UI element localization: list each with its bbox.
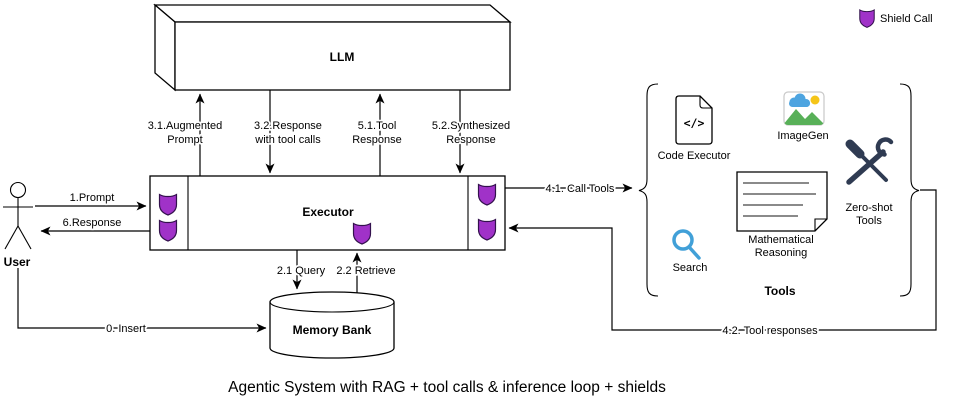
math-page-fold <box>814 218 827 231</box>
label-response-tool-calls-2: with tool calls <box>254 134 321 146</box>
label-synthesized-2: Response <box>446 134 496 146</box>
edge-tool-responses <box>508 189 937 331</box>
math-equations <box>743 182 816 217</box>
user-node: User <box>3 181 33 269</box>
label-insert: 0. Insert <box>106 323 146 335</box>
llm-box-front <box>174 21 511 91</box>
edge-insert <box>17 268 267 333</box>
imagegen-label: ImageGen <box>777 130 828 142</box>
hill-icon <box>784 109 824 125</box>
cloud-icon <box>789 93 810 107</box>
code-file-fold <box>699 96 712 109</box>
memory-bank-body <box>269 291 395 359</box>
executor-node: Executor <box>149 175 506 251</box>
label-call-tools: 4.1. Call Tools <box>546 183 615 195</box>
executor-box <box>149 175 506 251</box>
math-page-icon <box>736 171 828 232</box>
memory-bank-lid <box>269 301 395 313</box>
code-glyph: </> <box>684 116 705 130</box>
shield-icon <box>859 9 875 28</box>
label-augmented-prompt-2: Prompt <box>167 134 202 146</box>
imagegen-icon <box>784 93 824 125</box>
edges <box>17 90 937 333</box>
code-executor-label: Code Executor <box>658 150 731 162</box>
executor-label: Executor <box>302 205 354 219</box>
tools-left-brace <box>638 83 659 297</box>
llm-node: LLM <box>153 3 512 92</box>
user-head <box>9 181 27 199</box>
shield-icon <box>352 222 372 245</box>
legend-label: Shield Call <box>880 13 933 25</box>
shield-icon <box>477 218 497 241</box>
llm-label: LLM <box>330 50 355 64</box>
label-tool-response-1: 5.1.Tool <box>358 120 397 132</box>
math-reasoning-tool: Mathematical Reasoning <box>736 171 828 259</box>
label-query: 2.1 Query <box>277 265 326 277</box>
memory-bank-node: Memory Bank <box>269 291 395 359</box>
user-left-leg <box>4 225 19 250</box>
zero-shot-tool: Zero-shot Tools <box>845 137 894 227</box>
search-label: Search <box>673 262 708 274</box>
label-tool-responses: 4.2. Tool responses <box>722 325 818 337</box>
code-executor-tool: </> Code Executor <box>658 95 731 162</box>
user-right-leg <box>17 225 32 250</box>
edge-labels: 3.1.Augmented Prompt 3.2.Response with t… <box>61 118 820 339</box>
shield-icon <box>477 183 497 206</box>
user-label: User <box>4 255 31 269</box>
label-augmented-prompt-1: 3.1.Augmented <box>148 120 223 132</box>
search-tool: Search <box>672 229 708 274</box>
label-response: 6.Response <box>63 217 122 229</box>
tools-right-brace <box>899 83 920 297</box>
imagegen-tool: ImageGen <box>777 91 829 142</box>
label-synthesized-1: 5.2.Synthesized <box>432 120 510 132</box>
label-response-tool-calls-1: 3.2.Response <box>254 120 322 132</box>
shield-icon <box>158 193 178 216</box>
llm-box-top <box>153 4 512 23</box>
memory-bank-label: Memory Bank <box>293 323 372 337</box>
label-prompt: 1.Prompt <box>70 192 115 204</box>
math-reasoning-label-2: Reasoning <box>755 247 808 259</box>
tools-group-label: Tools <box>764 284 795 298</box>
legend: Shield Call <box>859 9 933 28</box>
math-reasoning-label-1: Mathematical <box>748 234 813 246</box>
sun-icon <box>810 95 820 105</box>
zero-shot-label-2: Tools <box>856 215 882 227</box>
shield-icon <box>158 219 178 242</box>
zero-shot-label-1: Zero-shot <box>845 202 892 214</box>
label-retrieve: 2.2 Retrieve <box>336 265 395 277</box>
search-icon <box>672 229 701 260</box>
label-tool-response-2: Response <box>352 134 402 146</box>
crossed-tools-icon <box>845 137 894 185</box>
diagram-title: Agentic System with RAG + tool calls & i… <box>228 379 666 396</box>
